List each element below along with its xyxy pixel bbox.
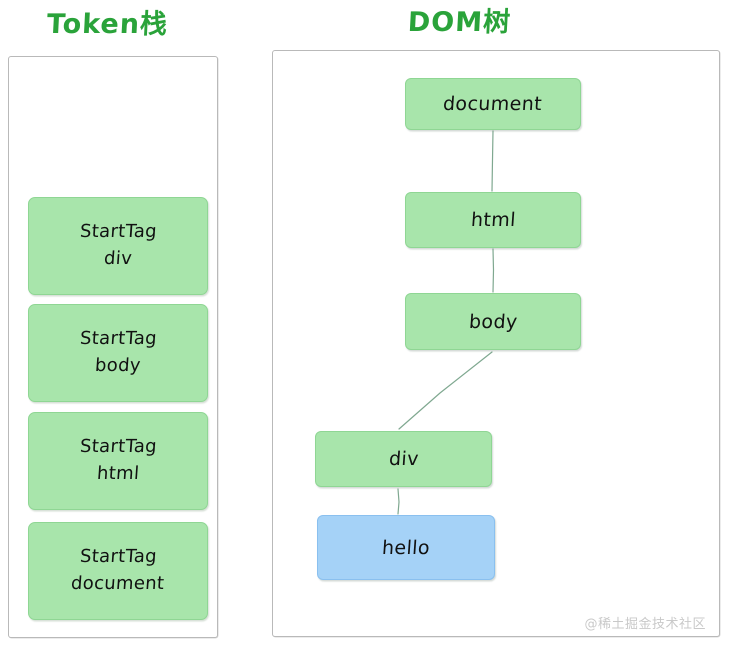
- token-item-type: StartTag: [78, 546, 158, 568]
- token-item: StartTag div: [28, 197, 208, 295]
- token-item-type: StartTag: [78, 436, 158, 458]
- tree-node-div: div: [315, 431, 492, 487]
- token-item-name: body: [94, 355, 142, 376]
- token-stack-title: Token栈: [46, 9, 169, 40]
- token-item-name: document: [70, 573, 166, 594]
- token-item: StartTag html: [28, 412, 208, 510]
- dom-tree-title: DOM树: [407, 7, 512, 38]
- tree-node-hello: hello: [317, 515, 495, 580]
- token-item-name: html: [96, 463, 140, 484]
- token-item-type: StartTag: [78, 221, 158, 243]
- tree-node-html: html: [405, 192, 581, 248]
- tree-node-label: div: [387, 448, 420, 470]
- token-item: StartTag body: [28, 304, 208, 402]
- token-item-name: div: [103, 248, 133, 269]
- tree-node-label: document: [442, 93, 544, 115]
- token-item: StartTag document: [28, 522, 208, 620]
- tree-node-body: body: [405, 293, 581, 350]
- tree-node-label: html: [469, 209, 517, 231]
- watermark: @稀土掘金技术社区: [584, 617, 706, 632]
- tree-node-label: body: [467, 310, 519, 333]
- tree-node-document: document: [405, 78, 581, 130]
- token-item-type: StartTag: [78, 328, 158, 350]
- tree-node-label: hello: [381, 536, 431, 559]
